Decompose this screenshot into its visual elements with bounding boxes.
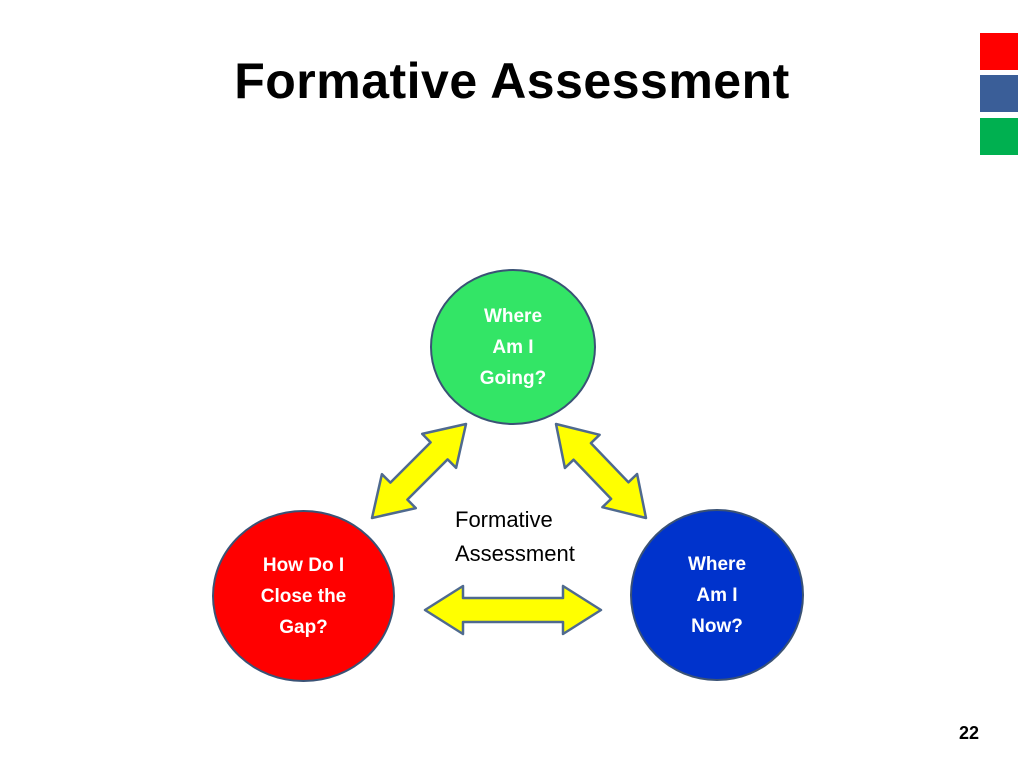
arrow-left-right (423, 584, 603, 636)
corner-square-green (980, 118, 1018, 155)
slide-title: Formative Assessment (234, 53, 790, 109)
node-how-do-i-close-the-gap: How Do I Close the Gap? (212, 510, 395, 682)
page-number: 22 (958, 723, 979, 743)
center-label: Formative Assessment (455, 507, 575, 566)
node-where-am-i-going: Where Am I Going? (430, 269, 596, 425)
corner-square-red (980, 33, 1018, 70)
corner-square-blue (980, 75, 1018, 112)
node-where-am-i-now: Where Am I Now? (630, 509, 804, 681)
node-label-where-am-i-going: Where Am I Going? (479, 305, 547, 389)
arrow-top-right (554, 422, 648, 520)
node-label-where-am-i-now: Where Am I Now? (687, 553, 747, 637)
node-label-how-do-i-close-the-gap: How Do I Close the Gap? (260, 554, 347, 638)
arrow-left-top (370, 422, 468, 520)
